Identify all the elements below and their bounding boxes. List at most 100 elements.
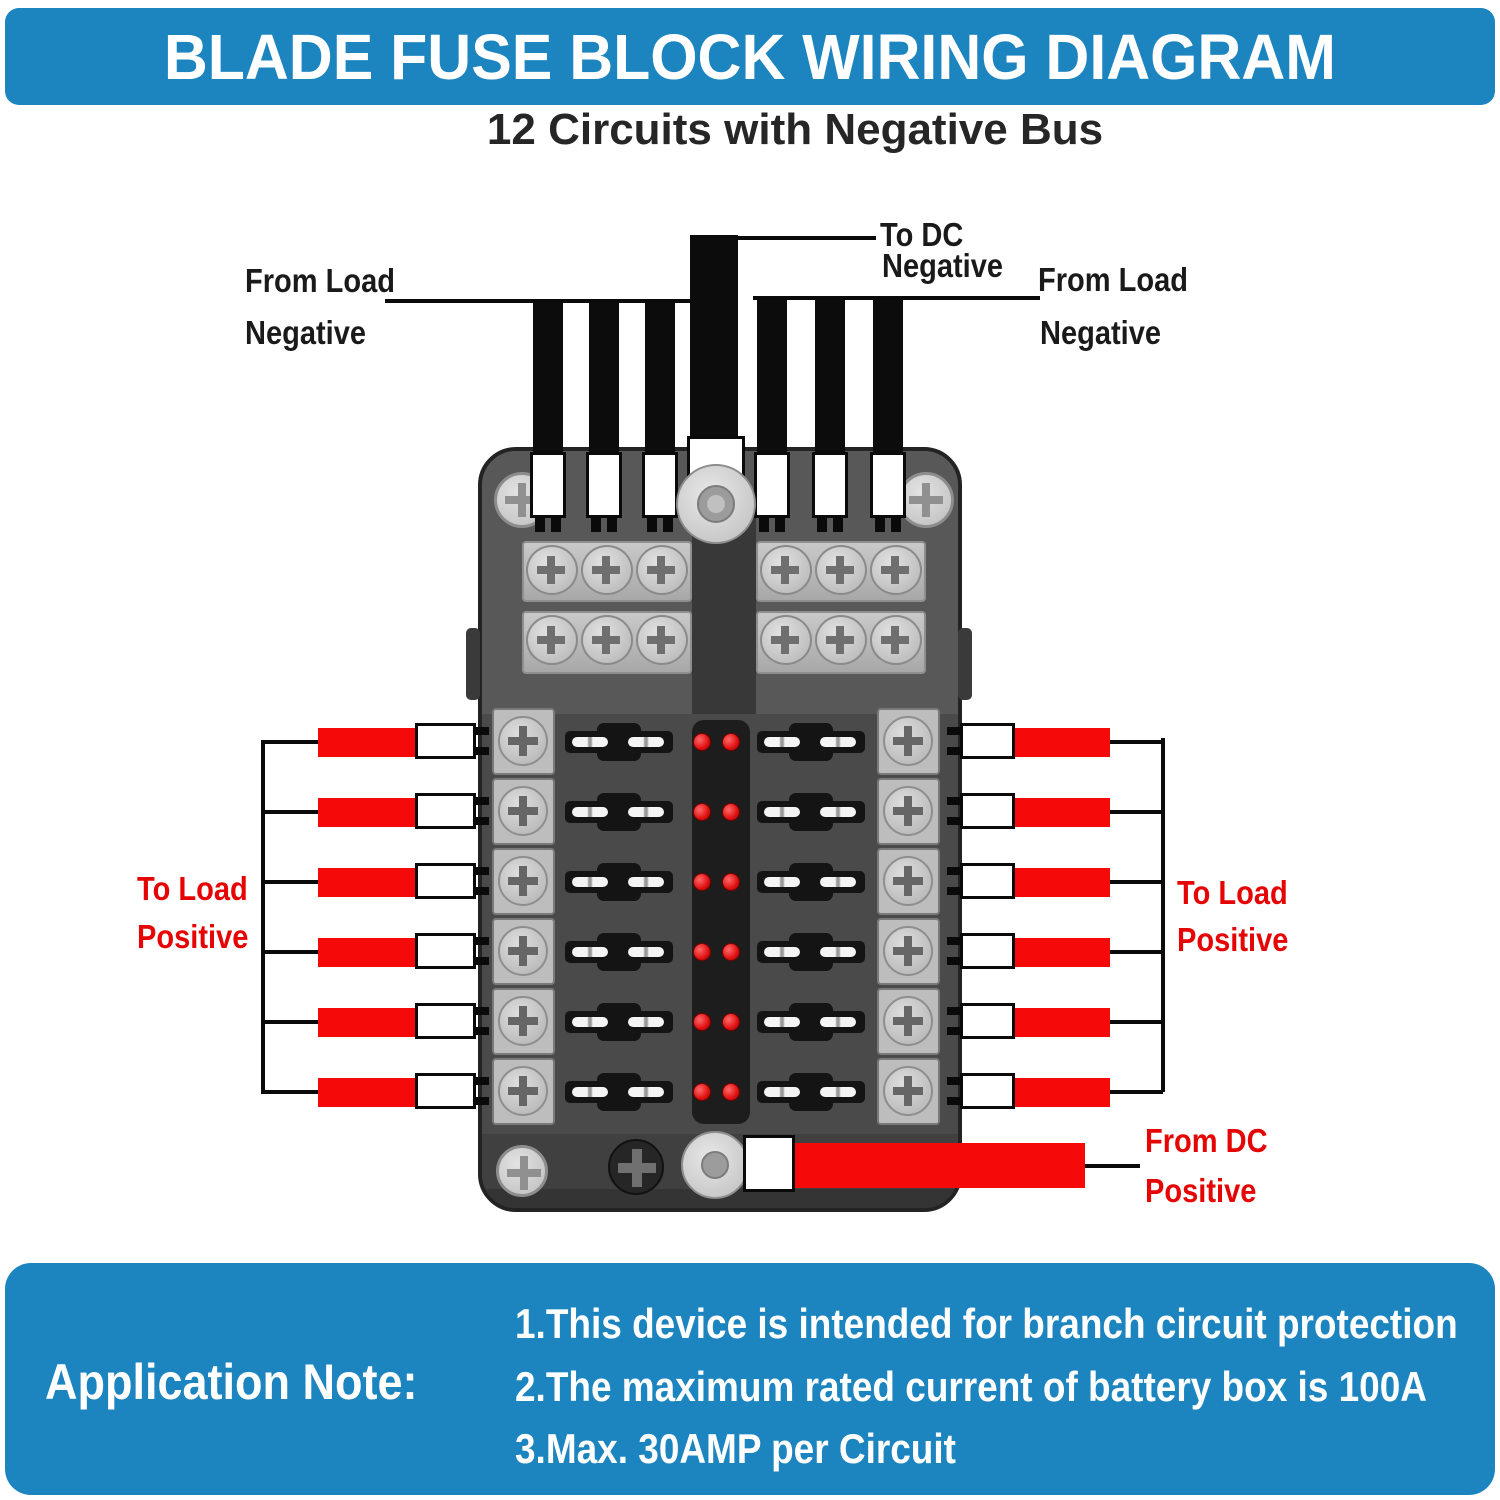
application-note-3: 3.Max. 30AMP per Circuit: [515, 1425, 956, 1472]
wire-terminal-left: [415, 1073, 489, 1109]
left-bus-line: [261, 740, 265, 1094]
application-note-heading: Application Note:: [45, 1354, 418, 1410]
dc-positive-terminal: [743, 1135, 795, 1192]
strip-screw-icon: [760, 545, 812, 595]
header-banner: BLADE FUSE BLOCK WIRING DIAGRAM: [5, 8, 1495, 105]
circuit-row: [0, 777, 1500, 847]
wire-terminal-right: [947, 863, 1015, 899]
indicator-led: [693, 873, 711, 891]
fuse-blade-window: [628, 877, 664, 887]
strip-screw-icon: [636, 545, 688, 595]
load-wire-right: [1015, 1078, 1110, 1107]
dc-positive-wire: [795, 1143, 1085, 1188]
label-from-dc-1: From DC: [1145, 1122, 1268, 1159]
screw-icon: [883, 856, 933, 906]
right-stub-line: [1110, 950, 1163, 954]
terminal-screw-left: [492, 778, 555, 845]
load-wire-right: [1015, 798, 1110, 827]
screw-icon: [883, 716, 933, 766]
label-from-load-right-1: From Load: [1038, 261, 1189, 298]
screw-icon: [883, 1066, 933, 1116]
negative-stud-hole: [707, 495, 725, 513]
right-label-line: [753, 296, 1040, 300]
left-stub-line: [263, 950, 318, 954]
application-note-2: 2.The maximum rated current of battery b…: [515, 1363, 1427, 1410]
screw-icon: [498, 786, 548, 836]
circuit-row: [0, 987, 1500, 1057]
indicator-led: [693, 803, 711, 821]
strip-screw-icon: [815, 615, 867, 665]
strip-screw-icon: [526, 545, 578, 595]
negative-wire-terminal: [754, 452, 790, 532]
fuse-blade-window: [820, 737, 856, 747]
positive-stud: [681, 1131, 749, 1199]
circuit-row: [0, 847, 1500, 917]
fuse-blade-window: [820, 1087, 856, 1097]
dc-negative-wire: [690, 235, 738, 446]
strip-screw-icon: [581, 615, 633, 665]
indicator-led: [693, 733, 711, 751]
left-stub-line: [263, 880, 318, 884]
wire-terminal-left: [415, 863, 489, 899]
fuse-blade-window: [572, 1087, 608, 1097]
left-stub-line: [263, 1020, 318, 1024]
screw-icon: [498, 926, 548, 976]
label-to-load-right-1: To Load: [1177, 874, 1288, 911]
terminal-screw-left: [492, 918, 555, 985]
fuse-blade-window: [764, 877, 800, 887]
label-from-load-left-1: From Load: [245, 262, 396, 299]
footer-banner: [5, 1263, 1495, 1495]
indicator-led: [722, 873, 740, 891]
screw-icon: [498, 716, 548, 766]
right-stub-line: [1110, 810, 1163, 814]
fuse-blade-window: [820, 1017, 856, 1027]
side-clip-tab: [466, 628, 480, 700]
terminal-screw-left: [492, 988, 555, 1055]
fuse-blade-window: [820, 807, 856, 817]
negative-load-wire: [589, 300, 619, 453]
label-to-load-right-2: Positive: [1177, 921, 1289, 958]
right-stub-line: [1110, 1090, 1163, 1094]
circuit-row: [0, 917, 1500, 987]
wire-terminal-right: [947, 933, 1015, 969]
strip-screw-icon: [636, 615, 688, 665]
terminal-screw-right: [877, 988, 940, 1055]
indicator-led: [722, 803, 740, 821]
negative-load-wire: [815, 300, 845, 453]
load-wire-right: [1015, 868, 1110, 897]
right-stub-line: [1110, 740, 1163, 744]
terminal-screw-left: [492, 848, 555, 915]
strip-screw-icon: [581, 545, 633, 595]
label-to-load-left-2: Positive: [137, 918, 249, 955]
terminal-screw-right: [877, 708, 940, 775]
negative-wire-terminal: [586, 452, 622, 532]
indicator-led: [722, 943, 740, 961]
screw-icon: [498, 1066, 548, 1116]
positive-stud-center: [701, 1151, 729, 1179]
label-from-load-left-2: Negative: [245, 314, 367, 351]
bottom-label-line: [1085, 1164, 1140, 1168]
load-wire-left: [318, 1008, 415, 1037]
indicator-led: [693, 1083, 711, 1101]
fuse-blade-window: [628, 737, 664, 747]
fuse-blade-window: [572, 1017, 608, 1027]
fuse-blade-window: [572, 947, 608, 957]
fuse-blade-window: [764, 947, 800, 957]
plus-symbol-icon: [608, 1139, 664, 1195]
load-wire-right: [1015, 938, 1110, 967]
wire-terminal-left: [415, 723, 489, 759]
screw-icon: [883, 926, 933, 976]
load-wire-left: [318, 868, 415, 897]
fuse-blade-window: [628, 1017, 664, 1027]
negative-wire-terminal: [530, 452, 566, 532]
wire-terminal-left: [415, 1003, 489, 1039]
wire-terminal-left: [415, 793, 489, 829]
load-wire-left: [318, 938, 415, 967]
corner-screw-icon: [898, 472, 954, 528]
right-stub-line: [1110, 1020, 1163, 1024]
screw-icon: [883, 996, 933, 1046]
fuse-blade-window: [820, 877, 856, 887]
negative-wire-terminal: [642, 452, 678, 532]
terminal-screw-right: [877, 918, 940, 985]
